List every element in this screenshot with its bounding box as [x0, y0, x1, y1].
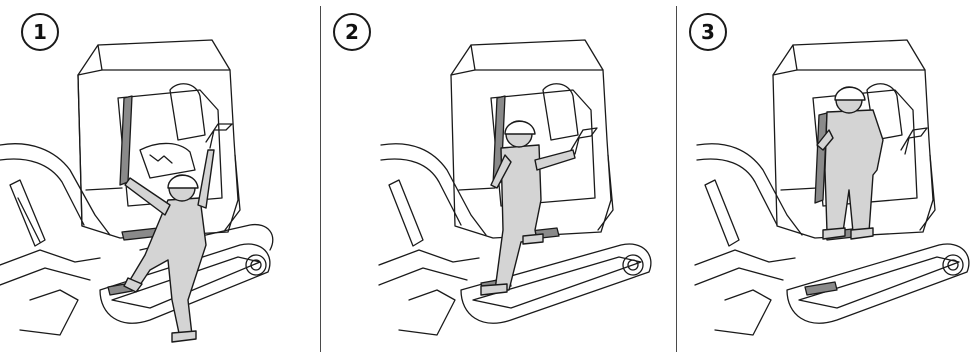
boom-arm-icon	[695, 144, 802, 335]
track-icon	[787, 244, 969, 323]
excavator-illustration-3	[677, 0, 971, 353]
handrail-icon	[120, 96, 132, 185]
step-panel-1: 1	[0, 0, 320, 353]
hard-hat-icon	[168, 175, 198, 188]
hard-hat-icon	[835, 87, 865, 100]
excavator-illustration-1	[0, 0, 320, 353]
boom-arm-icon	[379, 144, 486, 335]
step-panel-3: 3	[677, 0, 971, 353]
operator-icon	[817, 87, 883, 239]
boom-arm-icon	[0, 144, 110, 335]
step-pad-icon	[805, 282, 837, 295]
operator-icon	[124, 150, 214, 342]
excavator-illustration-2	[321, 0, 676, 353]
hard-hat-icon	[505, 121, 535, 134]
step-panel-2: 2	[321, 0, 676, 353]
